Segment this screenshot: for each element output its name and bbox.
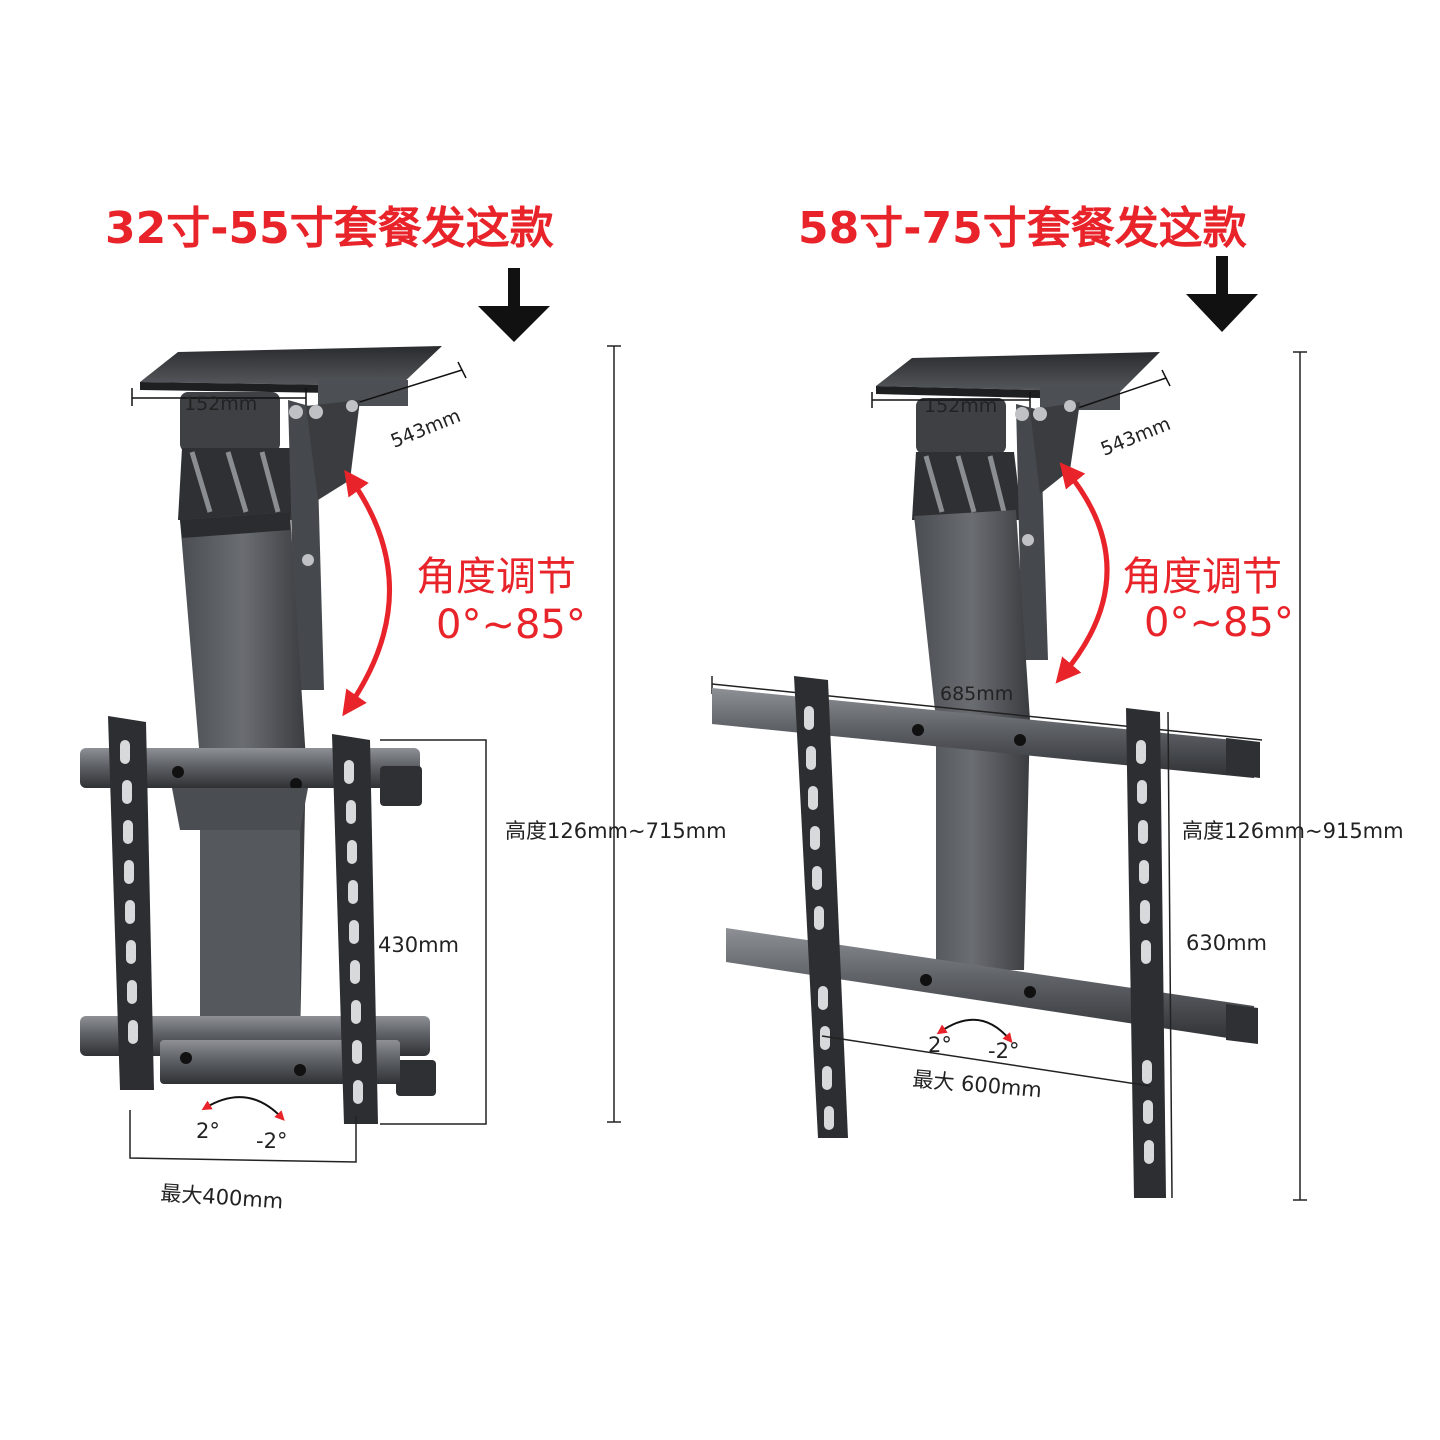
left-rail-right: [332, 734, 378, 1124]
right-rail-right: [1126, 708, 1173, 1199]
right-tilt-arrow: [936, 1018, 1013, 1044]
right-angle-range: 0°~85°: [1144, 600, 1294, 646]
left-bracket-height: 430mm: [378, 933, 459, 957]
left-depth-label: 152mm: [184, 393, 257, 415]
right-tilt-right: -2°: [988, 1039, 1019, 1063]
right-height-label: 高度126mm~915mm: [1182, 819, 1404, 843]
left-max-width: 最大400mm: [160, 1181, 284, 1214]
right-length-label: 543mm: [1098, 413, 1174, 461]
right-angle-arrow: [1055, 462, 1110, 684]
right-panel: 58寸-75寸套餐发这款 152mm 543mm: [711, 203, 1404, 1201]
right-depth-label: 152mm: [924, 395, 997, 417]
left-height-label: 高度126mm~715mm: [505, 819, 727, 843]
right-ceiling-plate: [876, 352, 1160, 454]
left-tilt-left: 2°: [196, 1119, 220, 1143]
left-tilt-arrow: [201, 1096, 285, 1121]
right-rail-left: [794, 676, 848, 1138]
right-angle-label: 角度调节: [1122, 554, 1282, 600]
right-lower-crossbar: [726, 928, 1258, 1044]
left-pivot-arms: [178, 400, 360, 693]
right-bar-width: 685mm: [940, 683, 1013, 705]
right-upper-crossbar: [712, 688, 1260, 778]
left-down-arrow-icon: [478, 268, 550, 342]
left-angle-label: 角度调节: [416, 554, 576, 600]
left-panel: 32寸-55寸套餐发这款 152mm 543mm: [80, 203, 727, 1214]
left-tilt-right: -2°: [256, 1129, 287, 1153]
left-rail-left: [108, 716, 154, 1090]
right-max-width: 最大 600mm: [912, 1067, 1043, 1102]
right-bracket-height: 630mm: [1186, 931, 1267, 955]
right-down-arrow-icon: [1186, 256, 1258, 332]
right-tilt-left: 2°: [928, 1033, 952, 1057]
left-angle-range: 0°~85°: [436, 602, 586, 648]
left-length-label: 543mm: [388, 405, 464, 453]
left-angle-arrow: [342, 469, 392, 717]
right-title: 58寸-75寸套餐发这款: [798, 203, 1247, 254]
left-title: 32寸-55寸套餐发这款: [105, 203, 554, 254]
